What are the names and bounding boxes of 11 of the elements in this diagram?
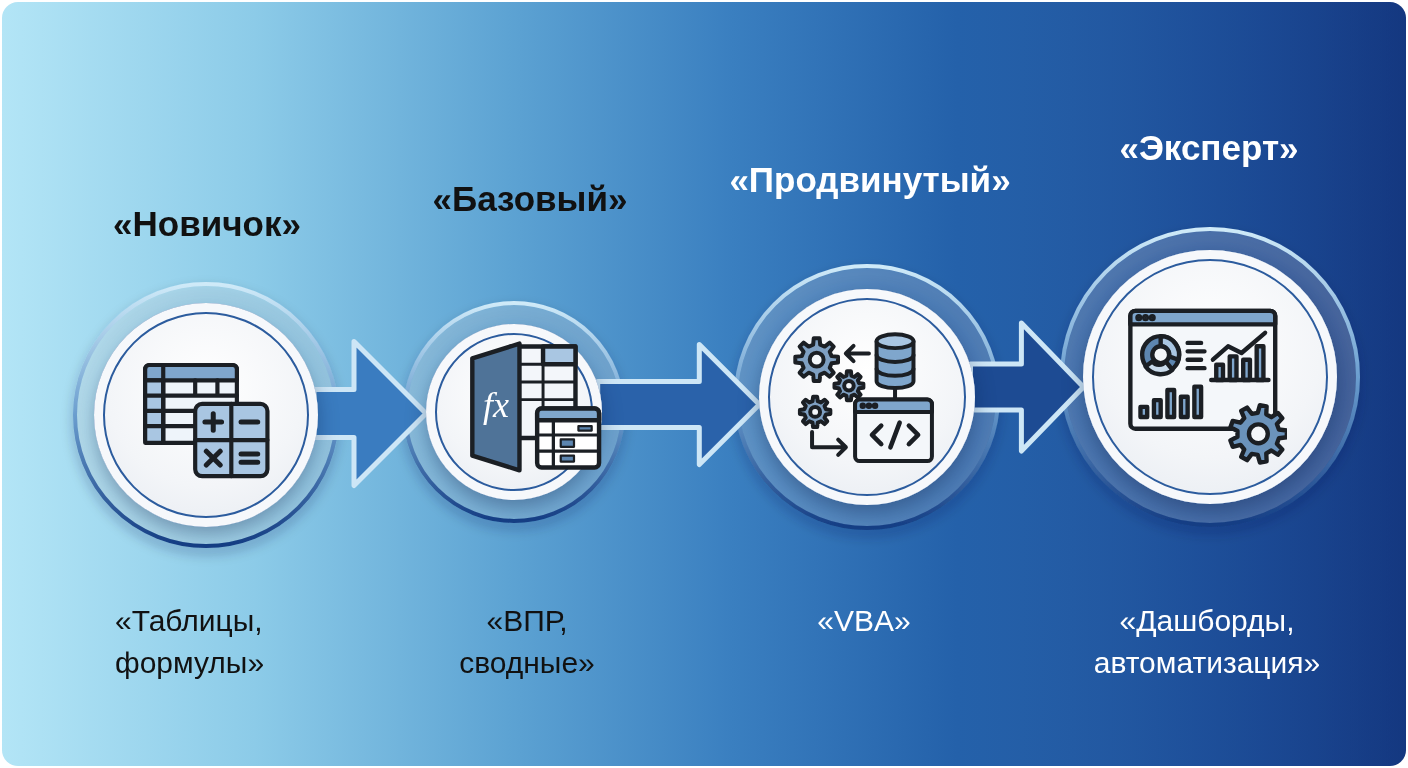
arrow — [968, 320, 1086, 454]
stage-title: «Эксперт» — [1119, 127, 1299, 169]
stage-title: «Новичок» — [113, 203, 301, 245]
stage-description: «Дашборды, автоматизация» — [1092, 603, 1322, 681]
stage-description: «ВПР, сводные» — [458, 603, 596, 681]
stage-title: «Базовый» — [432, 178, 628, 220]
stage-title: «Продвинутый» — [729, 159, 1011, 201]
stage-description: «Таблицы, формулы» — [115, 603, 266, 681]
formula-symbol: fx — [483, 387, 509, 423]
arrow — [595, 342, 762, 467]
stage-description: «VBA» — [816, 603, 912, 639]
